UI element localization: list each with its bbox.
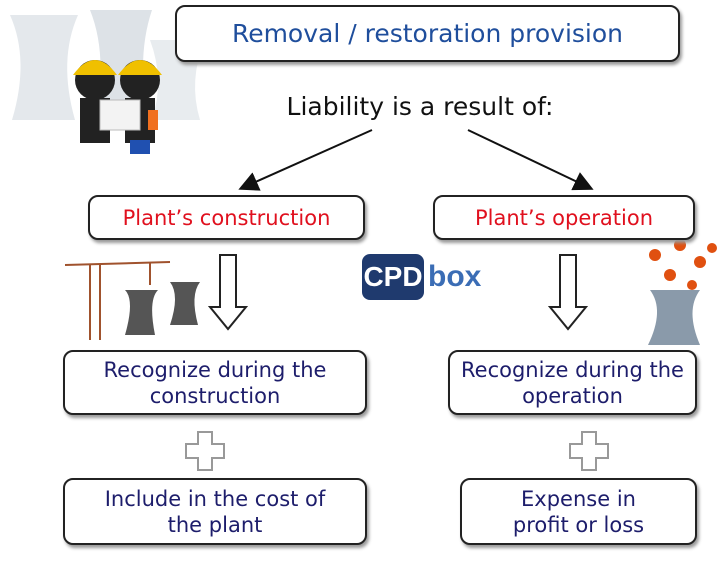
cause-box-operation: Plant’s operation — [433, 195, 695, 240]
recognize-box-construction: Recognize during the construction — [63, 350, 367, 415]
treatment-text: Expense in profit or loss — [512, 486, 645, 537]
tower-small-2 — [170, 282, 200, 325]
subtitle: Liability is a result of: — [286, 92, 554, 121]
treatment-box-construction: Include in the cost of the plant — [63, 478, 367, 545]
cause-text: Plant’s operation — [474, 205, 654, 230]
logo-box: box — [428, 260, 482, 293]
treatment-box-operation: Expense in profit or loss — [460, 478, 697, 545]
plus-icon-left — [185, 431, 225, 471]
workers-illustration — [73, 60, 162, 154]
cause-box-construction: Plant’s construction — [88, 195, 365, 240]
recognize-text: Recognize during the construction — [103, 357, 327, 408]
logo-cpd: CPD — [362, 254, 424, 300]
tower-small-1 — [125, 290, 158, 335]
cause-text: Plant’s construction — [122, 205, 331, 230]
title-box: Removal / restoration provision — [175, 5, 680, 62]
cpdbox-logo: CPD box — [362, 240, 482, 302]
exploding-tower-illustration — [648, 239, 717, 345]
recognize-box-operation: Recognize during the operation — [448, 350, 697, 415]
arrow-right — [467, 129, 594, 191]
plus-icon-right — [569, 431, 609, 471]
treatment-text: Include in the cost of the plant — [104, 486, 326, 537]
recognize-text: Recognize during the operation — [461, 357, 684, 408]
crane-illustration — [64, 261, 171, 340]
arrow-left — [238, 129, 373, 191]
hollow-down-arrow-right — [547, 254, 589, 331]
hollow-down-arrow-left — [207, 254, 249, 331]
title-text: Removal / restoration provision — [231, 19, 624, 48]
